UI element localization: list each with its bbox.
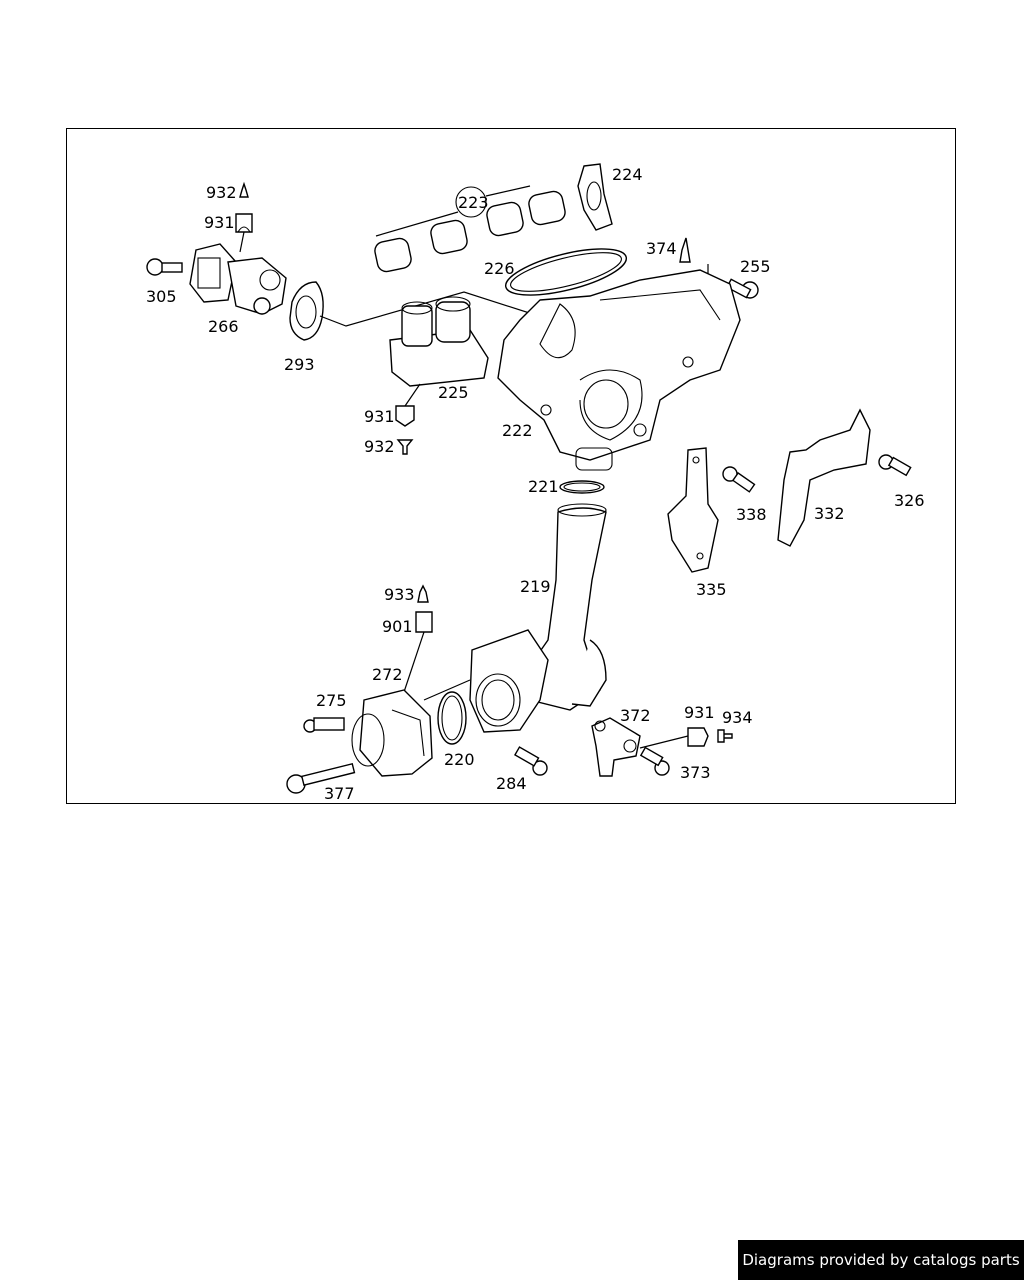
label-373: 373 <box>680 763 711 782</box>
label-332: 332 <box>814 504 845 523</box>
label-225: 225 <box>438 383 469 402</box>
part-272-throttle-body <box>351 689 433 777</box>
label-326: 326 <box>894 491 925 510</box>
label-377: 377 <box>324 784 355 803</box>
label-223: 223 <box>458 193 489 212</box>
label-221: 221 <box>528 477 559 496</box>
diagram-frame <box>66 128 956 804</box>
part-223-intake-gaskets <box>374 186 566 273</box>
credit-banner: Diagrams provided by catalogs parts <box>738 1240 1024 1280</box>
part-293-gasket <box>289 281 324 341</box>
label-933: 933 <box>384 585 415 604</box>
part-932-cap-b <box>396 439 414 455</box>
part-335-bracket <box>667 447 719 573</box>
label-220: 220 <box>444 750 475 769</box>
label-305: 305 <box>146 287 177 306</box>
part-932-cap <box>239 181 249 198</box>
part-931-connector <box>235 213 253 233</box>
part-931-connector-c <box>687 727 709 747</box>
label-293: 293 <box>284 355 315 374</box>
label-222: 222 <box>502 421 533 440</box>
part-377-bolt <box>286 762 356 794</box>
label-335: 335 <box>696 580 727 599</box>
part-222-intake-manifold <box>497 269 741 471</box>
part-220-seal <box>437 691 467 745</box>
label-901: 901 <box>382 617 413 636</box>
part-284-bolt <box>514 746 548 776</box>
label-272: 272 <box>372 665 403 684</box>
part-374-fitting <box>679 237 691 263</box>
part-224-gasket <box>577 163 613 231</box>
part-275-screw <box>303 717 345 733</box>
label-338: 338 <box>736 505 767 524</box>
label-931-c: 931 <box>684 703 715 722</box>
part-305-bolt <box>146 258 183 276</box>
part-332-bracket <box>777 408 871 547</box>
part-326-bolt <box>878 454 912 477</box>
label-374: 374 <box>646 239 677 258</box>
part-931-connector-b <box>395 405 415 427</box>
label-226: 226 <box>484 259 515 278</box>
label-255: 255 <box>740 257 771 276</box>
label-932: 932 <box>206 183 237 202</box>
part-373-bolt <box>639 746 670 776</box>
part-266-egr-valve <box>189 243 287 315</box>
part-255-bolt <box>725 278 759 299</box>
label-934: 934 <box>722 708 753 727</box>
label-275: 275 <box>316 691 347 710</box>
label-284: 284 <box>496 774 527 793</box>
label-372: 372 <box>620 706 651 725</box>
part-throttle-housing <box>469 629 549 733</box>
part-372-sensor <box>591 717 641 777</box>
part-901-connector <box>415 611 433 633</box>
part-225-actuator <box>389 296 489 387</box>
label-266: 266 <box>208 317 239 336</box>
part-226-seal <box>504 248 628 296</box>
label-224: 224 <box>612 165 643 184</box>
part-934-cap <box>717 729 733 743</box>
label-931: 931 <box>204 213 235 232</box>
part-221-seal-ring <box>559 480 605 494</box>
label-219: 219 <box>520 577 551 596</box>
part-933-cap <box>417 584 429 603</box>
part-338-bolt <box>722 466 756 493</box>
label-931-b: 931 <box>364 407 395 426</box>
label-932-b: 932 <box>364 437 395 456</box>
